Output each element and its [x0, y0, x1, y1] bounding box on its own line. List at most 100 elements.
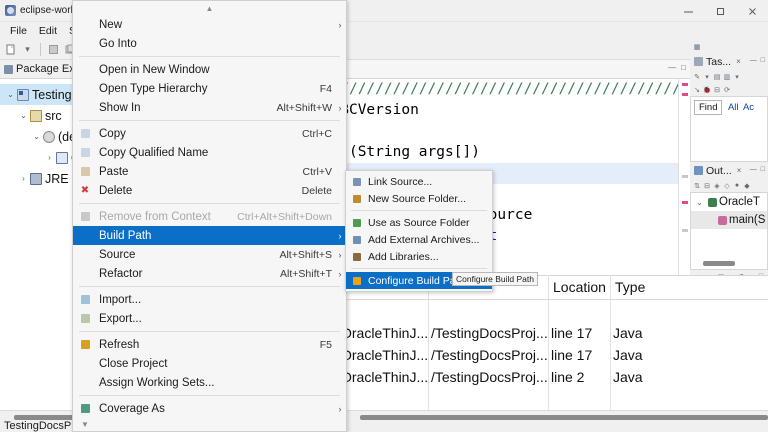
submenu-item-use-as-source-folder[interactable]: Use as Source Folder: [346, 214, 492, 231]
outline-hide-local-icon[interactable]: ◆: [744, 182, 750, 190]
add-libraries-icon: [350, 252, 364, 261]
outline-hide-nonpublic-icon[interactable]: ●: [734, 182, 740, 189]
tab-package-explorer[interactable]: Package Ex: [4, 63, 75, 75]
editor-panel-controls: — □: [668, 63, 686, 72]
context-menu-item-go-into[interactable]: Go Into: [73, 34, 346, 53]
tasks-all-link[interactable]: All: [727, 102, 739, 113]
tree-item-jre-s[interactable]: ›JRE S: [0, 168, 199, 189]
context-menu-item-label: Paste: [99, 165, 129, 178]
context-menu-item-open-in-new-window[interactable]: Open in New Window: [73, 60, 346, 79]
problems-column-header[interactable]: Type: [610, 275, 690, 299]
submenu-item-new-source-folder[interactable]: New Source Folder...: [346, 190, 492, 207]
problems-cell-resource: [338, 388, 428, 410]
tree-twisty-icon[interactable]: ⌄: [20, 111, 27, 120]
tree-twisty-icon[interactable]: ⌄: [33, 132, 40, 141]
context-menu-item-import[interactable]: Import...: [73, 290, 346, 309]
problems-cell-type: Java: [610, 344, 690, 366]
tasks-minimize-icon[interactable]: —: [749, 57, 757, 64]
new-task-icon[interactable]: ✎: [694, 73, 700, 81]
context-menu-item-build-path[interactable]: Build Path›: [73, 226, 346, 245]
outline-item-main-s[interactable]: main(S: [691, 211, 767, 229]
eclipse-icon: [5, 5, 16, 16]
new-task-dropdown-icon[interactable]: ▾: [705, 73, 709, 81]
perspective-icon[interactable]: ▦: [693, 43, 701, 51]
outline-item-oraclet[interactable]: ⌄OracleT: [691, 193, 767, 211]
context-menu-item-coverage-as[interactable]: Coverage As›: [73, 399, 346, 417]
tree-item-src[interactable]: ⌄src: [0, 105, 199, 126]
problems-cell-location: [548, 300, 610, 322]
tasks-menu-icon[interactable]: ▾: [735, 73, 739, 81]
context-menu-item-assign-working-sets[interactable]: Assign Working Sets...: [73, 373, 346, 392]
tasks-collapse-icon[interactable]: ⊟: [714, 86, 720, 94]
minimize-icon[interactable]: [672, 0, 704, 22]
context-menu-scroll-up[interactable]: ▲: [205, 3, 214, 13]
outline-horizontal-scrollbar[interactable]: [703, 261, 735, 266]
tasks-link-icon[interactable]: ↘: [694, 86, 700, 94]
tasks-bug-icon[interactable]: 🐞: [702, 86, 712, 94]
tasks-find-button[interactable]: Find: [694, 100, 723, 115]
editor-maximize-icon[interactable]: □: [681, 63, 686, 72]
outline-hide-fields-icon[interactable]: ◈: [714, 182, 720, 190]
context-menu-item-copy-qualified-name[interactable]: Copy Qualified Name: [73, 143, 346, 162]
submenu-item-add-external-archives[interactable]: Add External Archives...: [346, 231, 492, 248]
overview-ruler[interactable]: [678, 79, 690, 275]
outline-close-icon[interactable]: ×: [736, 166, 742, 175]
editor-minimize-icon[interactable]: —: [668, 63, 677, 72]
outline-maximize-icon[interactable]: □: [760, 166, 765, 173]
context-menu-item-accelerator: Alt+Shift+T: [280, 267, 332, 280]
problems-cell-path: /TestingDocsProj...: [428, 344, 548, 366]
problems-cell-resource: OracleThinJ...: [338, 344, 428, 366]
tasks-view-body[interactable]: Find All Ac: [690, 96, 768, 162]
maximize-icon[interactable]: [704, 0, 736, 22]
problems-cell-path: [428, 388, 548, 410]
outline-twisty-icon[interactable]: ⌄: [696, 197, 703, 207]
tasks-filter2-icon[interactable]: ▥: [723, 73, 731, 81]
context-menu-item-export[interactable]: Export...: [73, 309, 346, 328]
copy-qualified-icon: [77, 148, 93, 157]
new-dropdown-icon[interactable]: ▾: [25, 44, 30, 54]
outline-minimize-icon[interactable]: —: [749, 166, 757, 173]
tasks-ac-link[interactable]: Ac: [742, 102, 755, 113]
outline-hide-static-icon[interactable]: ◇: [724, 182, 730, 190]
menubar-item-edit[interactable]: Edit: [38, 25, 58, 37]
tasks-close-icon[interactable]: ×: [736, 57, 741, 66]
context-menu-item-new[interactable]: New›: [73, 15, 346, 34]
context-menu-scroll-down[interactable]: ▼: [81, 419, 89, 429]
context-menu-item-label: Go Into: [99, 37, 137, 50]
menubar-item-file[interactable]: File: [10, 25, 27, 37]
outline-collapse-icon[interactable]: ⊟: [704, 182, 710, 190]
new-icon[interactable]: [3, 42, 18, 57]
submenu-item-label: Add External Archives...: [368, 233, 480, 246]
problems-cell-path: [428, 300, 548, 322]
context-menu-item-close-project[interactable]: Close Project: [73, 354, 346, 373]
problems-column-header[interactable]: Location: [548, 275, 610, 299]
outline-sort-icon[interactable]: ⇅: [694, 182, 700, 190]
tree-twisty-icon[interactable]: ›: [48, 153, 51, 162]
submenu-item-add-libraries[interactable]: Add Libraries...: [346, 248, 492, 265]
submenu-item-link-source[interactable]: Link Source...: [346, 173, 492, 190]
save-icon[interactable]: [46, 42, 61, 57]
close-icon[interactable]: [736, 0, 768, 22]
tree-twisty-icon[interactable]: ›: [22, 174, 25, 183]
context-menu-separator: [79, 331, 340, 332]
tasks-maximize-icon[interactable]: □: [760, 57, 765, 64]
submenu-item-label: Add Libraries...: [368, 250, 439, 263]
submenu-item-label: Use as Source Folder: [368, 216, 470, 229]
submenu-separator: [351, 210, 487, 211]
tasks-refresh-icon[interactable]: ⟳: [724, 86, 730, 94]
tasks-filter-icon[interactable]: ▤: [713, 73, 721, 81]
tree-twisty-icon[interactable]: ⌄: [7, 90, 14, 99]
